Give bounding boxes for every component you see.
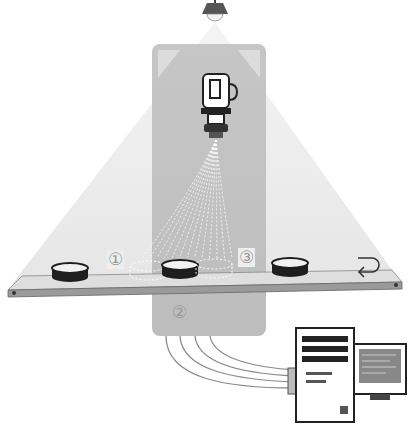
scan-line xyxy=(165,140,217,258)
scan-line xyxy=(195,140,217,258)
scan-line xyxy=(180,140,217,258)
panel-light xyxy=(158,50,180,78)
return-arrow xyxy=(358,258,379,277)
lamp xyxy=(202,0,228,21)
callout-number: ① xyxy=(107,250,124,269)
callout-number: ③ xyxy=(238,248,255,267)
scan-line xyxy=(210,140,217,258)
scan-line xyxy=(172,140,216,258)
scan-line xyxy=(202,140,216,258)
scan-line xyxy=(216,140,232,258)
scan-line xyxy=(157,140,216,258)
camera xyxy=(201,74,237,138)
scan-line xyxy=(216,140,225,258)
scan-line xyxy=(187,140,216,258)
scan-line xyxy=(142,140,216,258)
object xyxy=(52,263,88,282)
object-ghost xyxy=(196,259,232,278)
callout-number: ② xyxy=(171,303,188,322)
monitor xyxy=(354,344,406,400)
scan-line xyxy=(150,140,217,258)
object-ghost xyxy=(130,261,166,280)
panel-light xyxy=(238,50,260,78)
object xyxy=(272,258,308,277)
computer xyxy=(288,328,354,422)
object xyxy=(162,260,198,279)
cables xyxy=(166,336,296,388)
scan-fan xyxy=(142,140,232,258)
